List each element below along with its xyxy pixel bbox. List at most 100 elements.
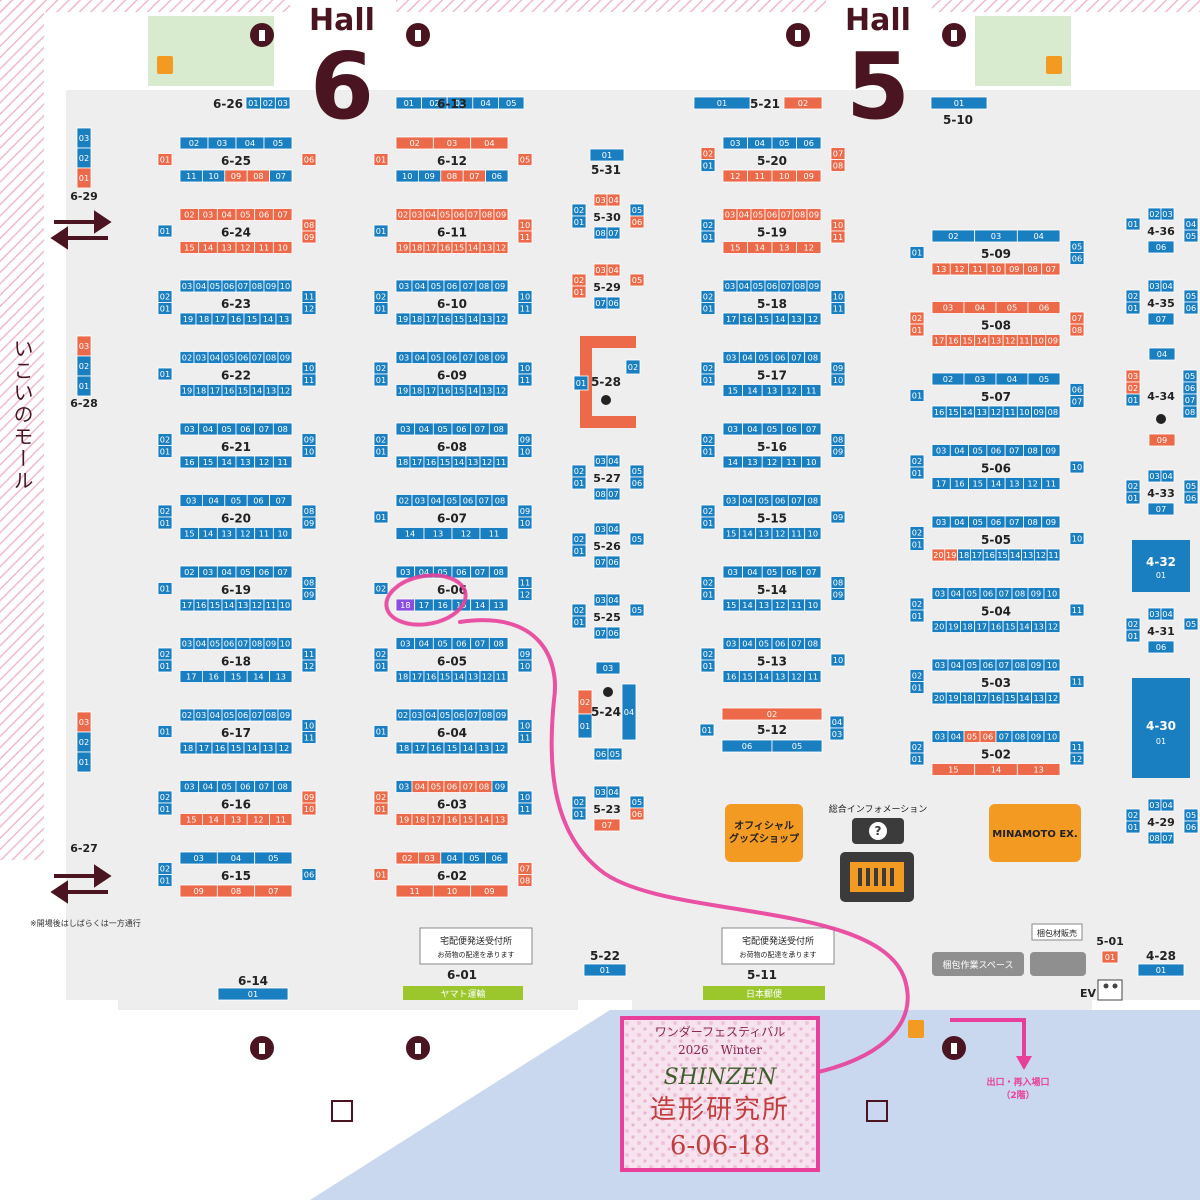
booth-space[interactable]: 05: [629, 273, 645, 287]
booth-space[interactable]: 06: [781, 565, 802, 579]
booth-space[interactable]: 05: [629, 203, 645, 217]
booth-space[interactable]: 11: [1046, 548, 1061, 562]
booth-space[interactable]: 18: [409, 384, 425, 397]
booth-space[interactable]: 05: [427, 279, 445, 293]
booth-space[interactable]: 16: [949, 477, 969, 490]
booth-space[interactable]: 11: [301, 731, 317, 744]
booth-space[interactable]: 03: [593, 193, 608, 207]
booth-space[interactable]: 11: [269, 813, 293, 826]
booth-space[interactable]: 02: [76, 147, 92, 169]
booth-space[interactable]: 05: [1183, 808, 1199, 822]
booth-space[interactable]: 03: [76, 711, 92, 733]
booth-space[interactable]: 01: [76, 167, 92, 189]
booth-space[interactable]: 10: [1043, 658, 1061, 672]
booth-space[interactable]: 07: [1004, 444, 1024, 457]
booth-space[interactable]: 19: [945, 691, 961, 705]
booth-space[interactable]: 03: [417, 851, 442, 865]
booth-space[interactable]: 01: [245, 96, 262, 110]
booth-space[interactable]: 07: [830, 147, 846, 160]
booth-space[interactable]: 05: [629, 795, 645, 809]
booth-space[interactable]: 01: [700, 516, 716, 530]
booth-space[interactable]: 05: [235, 565, 256, 579]
booth-space[interactable]: 04: [440, 851, 464, 865]
booth-space[interactable]: 15: [451, 241, 467, 254]
booth-space[interactable]: 01: [1125, 629, 1141, 643]
booth-space[interactable]: 01: [571, 285, 587, 299]
booth-space[interactable]: 15: [198, 455, 218, 469]
booth-space[interactable]: 06: [986, 515, 1006, 529]
booth-space[interactable]: 04: [736, 208, 752, 221]
booth-space[interactable]: 07: [465, 208, 481, 221]
booth-space[interactable]: 02: [700, 218, 716, 232]
booth-space[interactable]: 08: [440, 169, 464, 183]
booth-space[interactable]: 05: [432, 422, 453, 436]
booth-space[interactable]: 12: [1069, 752, 1085, 766]
booth-space[interactable]: 06: [451, 637, 472, 650]
booth-space[interactable]: 06: [764, 208, 780, 221]
booth-space[interactable]: 09: [301, 230, 317, 244]
booth-space[interactable]: 03: [395, 422, 416, 436]
booth-space[interactable]: 14: [747, 241, 773, 254]
booth-space[interactable]: 11: [254, 527, 274, 540]
booth-space[interactable]: 04: [427, 494, 445, 507]
booth-space[interactable]: 14: [221, 598, 237, 612]
booth-space[interactable]: 07: [459, 351, 477, 364]
booth-space[interactable]: 07: [1004, 515, 1024, 529]
booth-space[interactable]: 11: [1002, 405, 1018, 419]
booth-space[interactable]: 15: [207, 598, 223, 612]
booth-space[interactable]: 11: [179, 169, 203, 183]
booth-space[interactable]: 09: [1031, 405, 1047, 419]
booth-space[interactable]: 01: [583, 963, 627, 977]
booth-space[interactable]: 08: [792, 208, 808, 221]
booth-space[interactable]: 07: [593, 555, 608, 569]
booth-space[interactable]: 15: [755, 312, 773, 326]
booth-space[interactable]: 05: [771, 136, 797, 150]
booth-space[interactable]: 01: [909, 538, 925, 551]
booth-space[interactable]: 12: [1045, 620, 1061, 633]
booth-space[interactable]: 01: [373, 302, 389, 315]
booth-space[interactable]: 02: [571, 464, 587, 478]
booth-space[interactable]: 06: [451, 565, 472, 579]
booth-space[interactable]: 10: [277, 637, 293, 650]
booth-space[interactable]: 09: [806, 208, 822, 221]
booth-space[interactable]: 03: [974, 229, 1018, 243]
booth-space[interactable]: 13: [216, 527, 237, 540]
booth-space[interactable]: 06: [606, 296, 621, 310]
booth-space[interactable]: 13: [465, 455, 481, 469]
booth-space[interactable]: 11: [517, 230, 533, 244]
booth-space[interactable]: 01: [700, 588, 716, 601]
booth-space[interactable]: 03: [179, 422, 200, 436]
booth-space[interactable]: 09: [830, 445, 846, 458]
booth-space[interactable]: 08: [301, 504, 317, 518]
booth-space[interactable]: 13: [1021, 548, 1035, 562]
booth-space[interactable]: 11: [1016, 334, 1032, 347]
booth-space[interactable]: 10: [301, 445, 317, 458]
booth-space[interactable]: 08: [830, 433, 846, 446]
booth-space[interactable]: 06: [451, 208, 467, 221]
booth-space[interactable]: 20: [931, 691, 947, 705]
booth-space[interactable]: 09: [301, 433, 317, 446]
booth-space[interactable]: 08: [1011, 730, 1029, 743]
booth-space[interactable]: 03: [931, 587, 949, 600]
booth-space[interactable]: 10: [801, 455, 822, 469]
booth-space[interactable]: 05: [963, 730, 981, 743]
booth-space[interactable]: 12: [771, 527, 789, 540]
booth-space[interactable]: 15: [459, 813, 477, 826]
booth-space[interactable]: 06: [606, 555, 621, 569]
booth-space[interactable]: 01: [373, 510, 389, 524]
booth-space[interactable]: 03: [193, 351, 209, 364]
booth-space[interactable]: 02: [157, 433, 173, 446]
booth-space[interactable]: 13: [1031, 691, 1047, 705]
booth-space[interactable]: 02: [157, 647, 173, 661]
booth-space[interactable]: 14: [475, 813, 493, 826]
booth-space[interactable]: 14: [198, 527, 218, 540]
booth-space[interactable]: 10: [1031, 334, 1047, 347]
booth-space[interactable]: 03: [722, 208, 738, 221]
booth-space[interactable]: 04: [216, 851, 256, 865]
booth-space[interactable]: 01: [1137, 963, 1185, 977]
booth-space[interactable]: 08: [1023, 444, 1043, 457]
booth-space[interactable]: 08: [488, 565, 509, 579]
booth-space[interactable]: 08: [246, 169, 270, 183]
booth-space[interactable]: 02: [700, 147, 716, 160]
